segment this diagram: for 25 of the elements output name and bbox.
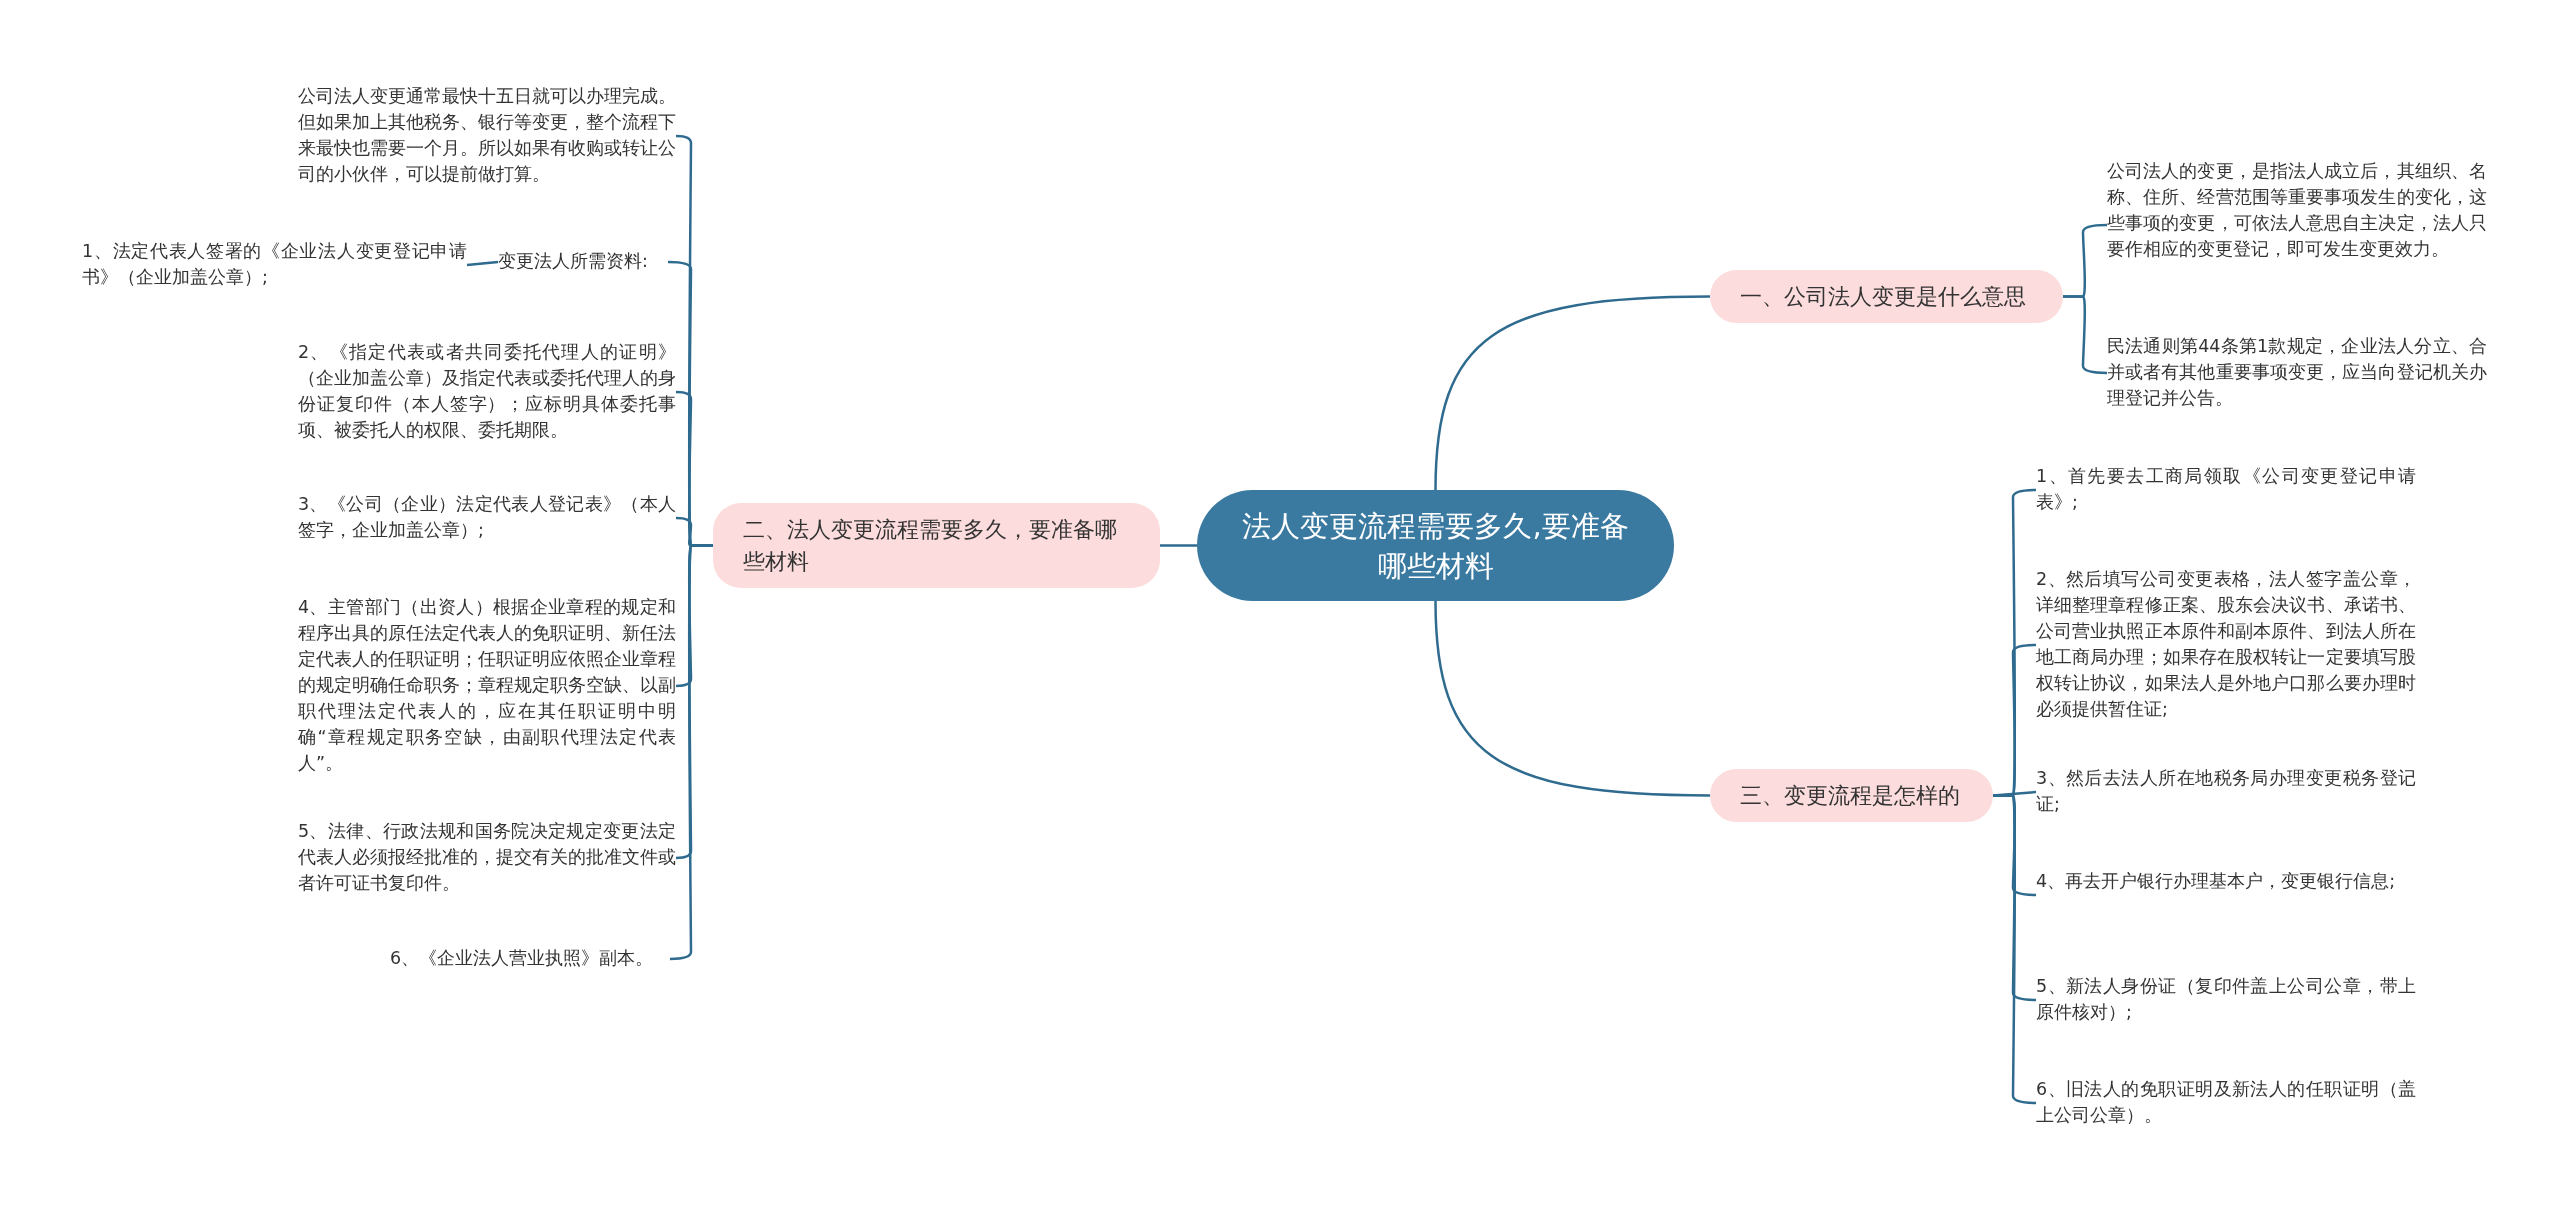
note-text: 公司法人的变更，是指法人成立后，其组织、名称、住所、经营范围等重要事项发生的变化，这些事项的变更，可依法人意思自主决定，法人只要作相应的变更登记，即可发生变更效力。 bbox=[2107, 158, 2487, 292]
note-text: 5、法律、行政法规和国务院决定规定变更法定代表人必须报经批准的，提交有关的批准文件或者许可证书复印件。 bbox=[298, 818, 676, 898]
note-text: 2、《指定代表或者共同委托代理人的证明》（企业加盖公章）及指定代表或委托代理人的身份证复印件（本人签字）；应标明具体委托事项、被委托人的权限、委托期限。 bbox=[298, 339, 676, 445]
branch-topic-box: 一、公司法人变更是什么意思 bbox=[1710, 270, 2063, 323]
note-text: 公司法人变更通常最快十五日就可以办理完成。但如果加上其他税务、银行等变更，整个流程下来最快也需要一个月。所以如果有收购或转让公司的小伙伴，可以提前做打算。 bbox=[298, 83, 676, 189]
note-text: 5、新法人身份证（复印件盖上公司公章，带上原件核对）; bbox=[2036, 973, 2416, 1027]
note-text: 4、再去开户银行办理基本户，变更银行信息; bbox=[2036, 868, 2416, 922]
connector-line bbox=[1434, 295, 1711, 491]
connector-line bbox=[1160, 544, 1197, 547]
central-topic-box: 法人变更流程需要多久,要准备哪些材料 bbox=[1197, 490, 1674, 601]
note-text: 变更法人所需资料: bbox=[498, 248, 668, 276]
note-text: 6、《企业法人营业执照》副本。 bbox=[390, 945, 670, 973]
note-text: 3、《公司（企业）法定代表人登记表》（本人签字，企业加盖公章）; bbox=[298, 491, 676, 545]
connector-line bbox=[669, 544, 713, 961]
note-text: 1、法定代表人签署的《企业法人变更登记申请书》（企业加盖公章）; bbox=[82, 238, 467, 292]
note-text: 3、然后去法人所在地税务局办理变更税务登记证; bbox=[2036, 765, 2416, 819]
note-text: 4、主管部门（出资人）根据企业章程的规定和程序出具的原任法定代表人的免职证明、新任法定代表人的任职证明；任职证明应依照企业章程的规定明确任命职务；章程规定职务空缺、以副职代理法定代表人的，应在其任职证明中明确“章程规定职务空缺，由副职代理法定代表人”。 bbox=[298, 594, 676, 778]
branch-topic-box: 二、法人变更流程需要多久，要准备哪些材料 bbox=[713, 503, 1160, 588]
connector-line bbox=[1434, 600, 1711, 797]
connector-line bbox=[466, 260, 499, 267]
branch-topic-box: 三、变更流程是怎样的 bbox=[1710, 769, 1993, 822]
note-text: 2、然后填写公司变更表格，法人签字盖公章，详细整理章程修正案、股东会决议书、承诺书、公司营业执照正本原件和副本原件、到法人所在地工商局办理；如果存在股权转让一定要填写股权转让协议，如果法人是外地户口那么要办理时必须提供暂住证; bbox=[2036, 566, 2416, 724]
note-text: 1、首先要去工商局领取《公司变更登记申请表》; bbox=[2036, 463, 2416, 517]
note-text: 6、旧法人的免职证明及新法人的任职证明（盖上公司公章）。 bbox=[2036, 1076, 2416, 1130]
note-text: 民法通则第44条第1款规定，企业法人分立、合并或者有其他重要事项变更，应当向登记机关办理登记并公告。 bbox=[2107, 333, 2487, 413]
